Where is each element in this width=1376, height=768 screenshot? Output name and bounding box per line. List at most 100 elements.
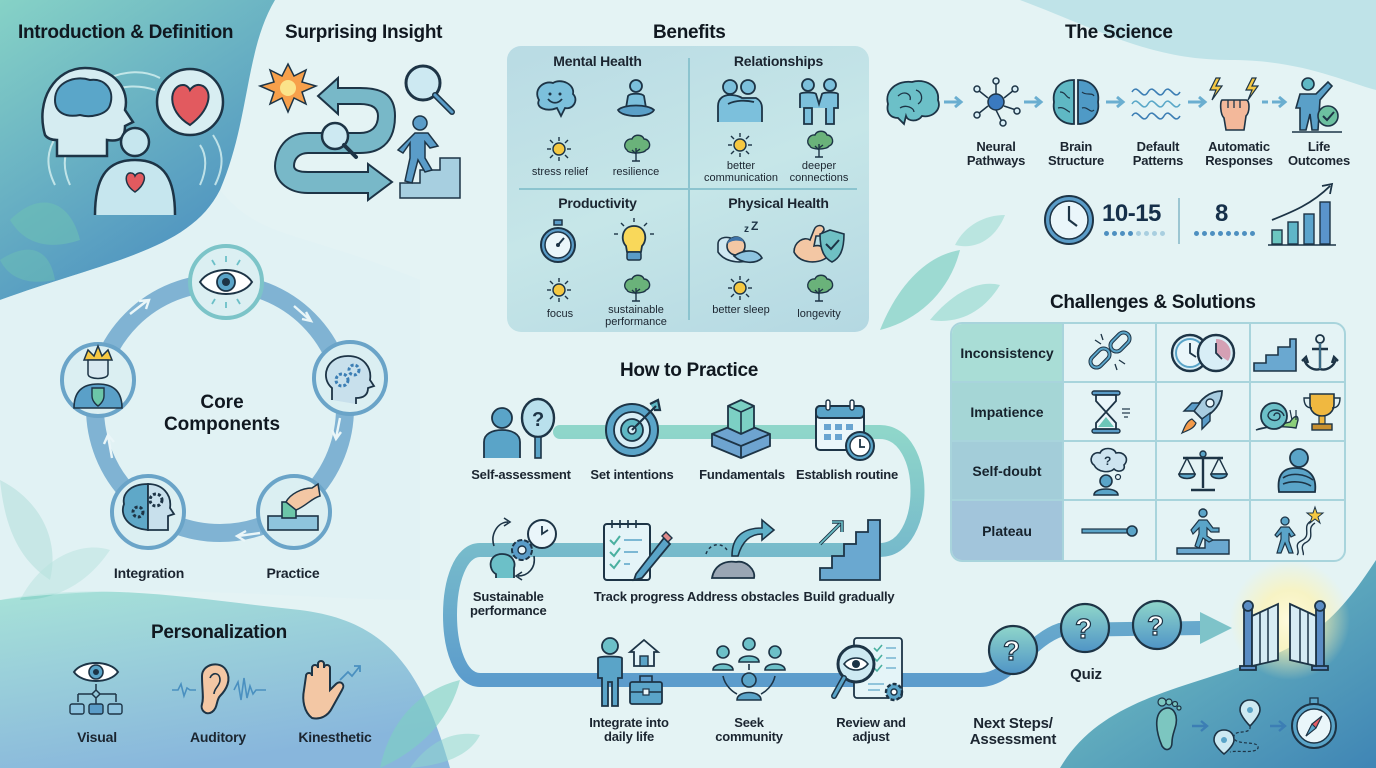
stairs-arrow-icon xyxy=(818,519,881,581)
sleeping-person-icon: z Z xyxy=(717,219,763,264)
linked-clocks-icon xyxy=(1170,333,1236,372)
svg-text:?: ? xyxy=(1003,635,1020,666)
practice-step-label: Fundamentals xyxy=(699,467,785,482)
stat-dot-filled xyxy=(1250,231,1255,236)
stat-dot-filled xyxy=(1242,231,1247,236)
label-line: Seek xyxy=(734,715,764,730)
science-flow xyxy=(886,77,1342,133)
map-route-icon xyxy=(1213,699,1261,756)
science-title: The Science xyxy=(1065,22,1173,43)
practice-step-label: Seek community xyxy=(708,716,790,744)
science-step-label: Brain Structure xyxy=(1048,139,1104,168)
benefit-item: stress relief xyxy=(531,166,589,178)
challenge-label: Impatience xyxy=(970,403,1044,420)
meditation-icon xyxy=(616,79,656,117)
science-step-label: Default Patterns xyxy=(1132,139,1184,168)
stat-dots xyxy=(1194,231,1255,236)
divider xyxy=(1178,198,1180,244)
balance-scale-icon xyxy=(1177,449,1229,491)
next-steps-title: Next Steps/ Assessment xyxy=(966,716,1060,748)
head-gears-node xyxy=(312,340,388,416)
stat-dot-filled xyxy=(1120,231,1125,236)
brain-icon xyxy=(886,80,940,126)
label-line: Integrate into xyxy=(589,715,669,730)
burst-icon xyxy=(257,62,319,114)
challenge-label: Plateau xyxy=(982,522,1032,539)
solution-cell xyxy=(1157,501,1251,560)
solution-cell xyxy=(1157,442,1251,501)
eye-flowchart-icon xyxy=(69,662,123,715)
brain-gears-node xyxy=(110,474,186,550)
hourglass-icon xyxy=(1090,389,1130,434)
benefit-quadrant-title: Productivity xyxy=(558,195,637,211)
learning-style-label: Visual xyxy=(77,729,117,745)
label-line: community xyxy=(715,729,783,744)
stat-dot-empty xyxy=(1136,231,1141,236)
solution-cell xyxy=(1157,324,1251,383)
practice-step-label: Integrate into daily life xyxy=(578,716,680,744)
winding-path-star-icon xyxy=(1274,504,1325,555)
open-gate-icon xyxy=(1239,600,1329,671)
clock-icon xyxy=(1044,195,1094,245)
stat-value: 8 xyxy=(1215,200,1229,227)
tree-icon xyxy=(807,130,834,158)
practice-step-label: Track progress xyxy=(593,589,685,604)
snail-trophy-icon xyxy=(1256,392,1342,431)
label-line: Assessment xyxy=(969,731,1057,748)
label-line: performance xyxy=(470,603,547,618)
challenge-label-cell: Impatience xyxy=(952,383,1064,442)
benefit-item: resilience xyxy=(612,166,660,178)
label-line: adjust xyxy=(852,729,890,744)
crowned-person-node xyxy=(60,342,136,418)
svg-text:?: ? xyxy=(1104,454,1111,468)
sun-icon xyxy=(547,137,571,161)
benefit-quadrant-title: Physical Health xyxy=(728,195,829,211)
challenges-table: Inconsistency Impatience xyxy=(950,322,1346,562)
personalization-title: Personalization xyxy=(151,622,287,643)
journey-icons xyxy=(1155,697,1337,756)
solution-cell xyxy=(1250,383,1344,442)
target-icon xyxy=(605,398,662,457)
challenges-title: Challenges & Solutions xyxy=(1050,292,1256,313)
benefit-item: deeper connections xyxy=(789,160,849,184)
person-mirror-icon: ? xyxy=(483,397,556,459)
stat-dot-empty xyxy=(1160,231,1165,236)
smiling-brain-icon xyxy=(536,80,577,119)
core-cycle xyxy=(60,244,388,550)
compass-icon xyxy=(1291,697,1337,749)
science-step-label: Automatic Responses xyxy=(1205,139,1273,168)
tree-icon xyxy=(624,274,651,302)
practice-step-label: Establish routine xyxy=(795,467,899,482)
solution-cell xyxy=(1251,501,1344,560)
intro-title: Introduction & Definition xyxy=(18,22,234,43)
person-home-work-icon xyxy=(597,637,663,707)
thought-cloud-icon: ? xyxy=(1090,447,1127,496)
broken-chain-icon xyxy=(1088,329,1132,370)
flat-line-icon xyxy=(1081,524,1138,537)
divider xyxy=(519,188,857,190)
quiz-question-icon: ? xyxy=(1059,602,1111,654)
benefit-item: sustainable performance xyxy=(605,304,667,328)
lightbulb-icon xyxy=(614,218,654,261)
quiz-question-icon: ? xyxy=(1131,599,1183,651)
growth-bar-chart-icon xyxy=(1268,182,1336,246)
community-icon xyxy=(712,637,786,701)
magnifier-icon xyxy=(404,64,455,115)
hug-icon xyxy=(717,79,763,122)
rocket-icon xyxy=(1180,389,1223,434)
stat-dot-filled xyxy=(1128,231,1133,236)
label-line: Review and xyxy=(836,715,906,730)
svg-text:?: ? xyxy=(1075,613,1092,644)
challenge-label: Inconsistency xyxy=(960,344,1054,361)
stat-dot-filled xyxy=(1226,231,1231,236)
magnifier-small-icon xyxy=(320,121,358,159)
core-title: Core Components xyxy=(152,392,292,436)
mind-heart-body-icon xyxy=(41,66,225,216)
tree-icon xyxy=(624,134,651,162)
quiz-steps: ? ? ? xyxy=(980,599,1250,676)
svg-text:?: ? xyxy=(532,409,544,431)
practice-step-label: Address obstacles xyxy=(686,589,800,604)
core-node-label: Integration xyxy=(113,565,185,581)
strong-arm-shield-icon xyxy=(793,224,845,263)
benefit-item: focus xyxy=(546,308,574,320)
